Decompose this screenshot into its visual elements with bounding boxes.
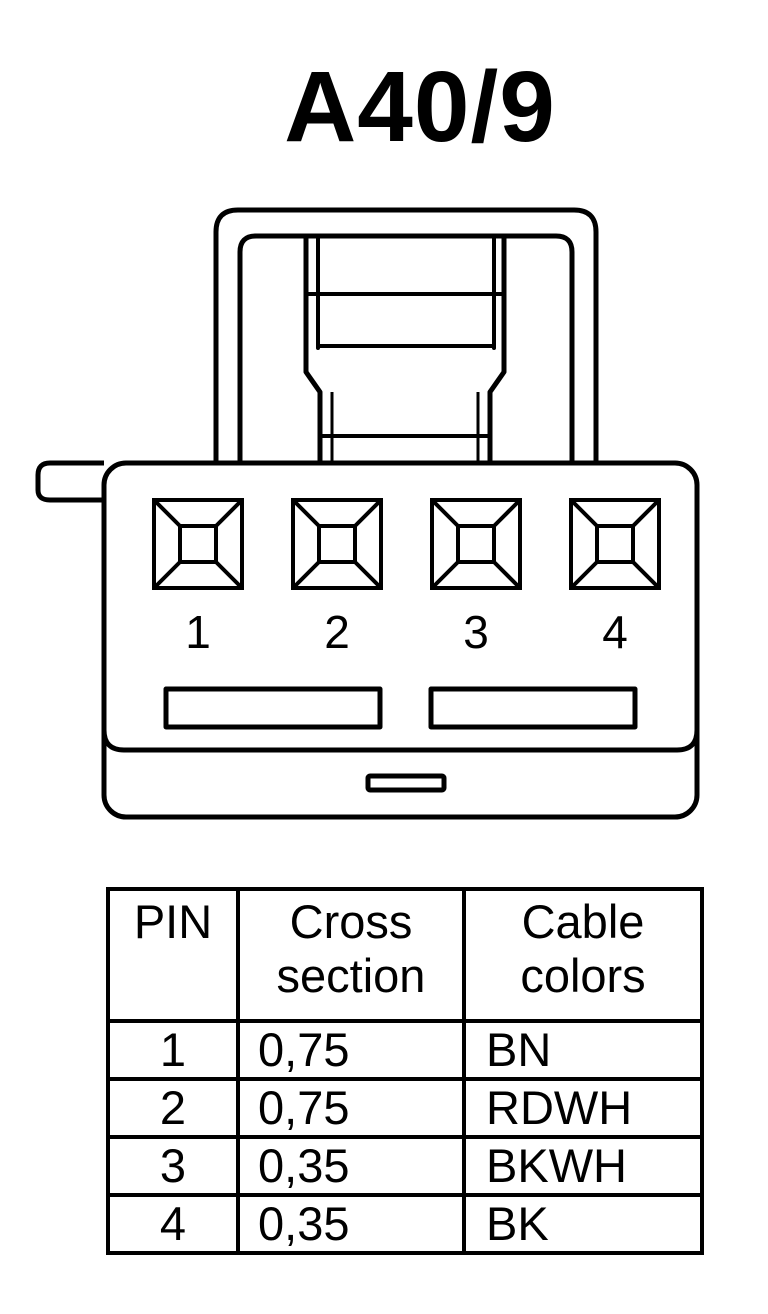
header-colors-line2: colors xyxy=(520,949,646,1002)
pin-cavity-1 xyxy=(152,498,244,590)
pin-assignment-table: PIN Cross section Cable colors 1 0,75 BN… xyxy=(106,887,704,1255)
pin-cavity-3 xyxy=(430,498,522,590)
latch-inner-arch xyxy=(237,233,575,462)
header-pin: PIN xyxy=(106,887,240,1023)
cell-cable-color: RDWH xyxy=(462,1077,704,1139)
header-cross-section: Cross section xyxy=(236,887,466,1023)
latch-tongue xyxy=(303,238,507,462)
table-header-row: PIN Cross section Cable colors xyxy=(106,887,704,1023)
pin-label-2: 2 xyxy=(324,606,350,658)
side-key-tab xyxy=(35,460,104,503)
cell-pin: 4 xyxy=(106,1193,240,1255)
pin-cavity-4 xyxy=(569,498,661,590)
header-cross-line1: Cross xyxy=(289,895,413,948)
lower-slot-right xyxy=(428,686,638,730)
bottom-slot xyxy=(365,773,447,793)
cell-cable-color: BN xyxy=(462,1019,704,1081)
cell-cross-section: 0,75 xyxy=(236,1019,466,1081)
header-colors-line1: Cable xyxy=(521,895,645,948)
cell-cross-section: 0,35 xyxy=(236,1135,466,1197)
connector-diagram: 1 2 3 4 xyxy=(35,207,700,820)
connector-housing xyxy=(101,460,700,820)
lower-slot-left xyxy=(163,686,383,730)
cell-pin: 2 xyxy=(106,1077,240,1139)
cell-cable-color: BKWH xyxy=(462,1135,704,1197)
table-row: 4 0,35 BK xyxy=(106,1193,704,1255)
connector-title: A40/9 xyxy=(284,51,556,163)
cell-cross-section: 0,35 xyxy=(236,1193,466,1255)
latch-outer-arch xyxy=(213,207,599,462)
cell-pin: 3 xyxy=(106,1135,240,1197)
pin-label-3: 3 xyxy=(463,606,489,658)
table-row: 3 0,35 BKWH xyxy=(106,1135,704,1197)
cell-cable-color: BK xyxy=(462,1193,704,1255)
cell-cross-section: 0,75 xyxy=(236,1077,466,1139)
header-cross-line2: section xyxy=(276,949,426,1002)
latch-tongue-inner xyxy=(316,238,496,350)
housing-front-lip xyxy=(101,729,700,753)
header-cable-colors: Cable colors xyxy=(462,887,704,1023)
table-row: 2 0,75 RDWH xyxy=(106,1077,704,1139)
cell-pin: 1 xyxy=(106,1019,240,1081)
pin-label-1: 1 xyxy=(185,606,211,658)
pin-label-4: 4 xyxy=(602,606,628,658)
pin-cavity-2 xyxy=(291,498,383,590)
table-row: 1 0,75 BN xyxy=(106,1019,704,1081)
